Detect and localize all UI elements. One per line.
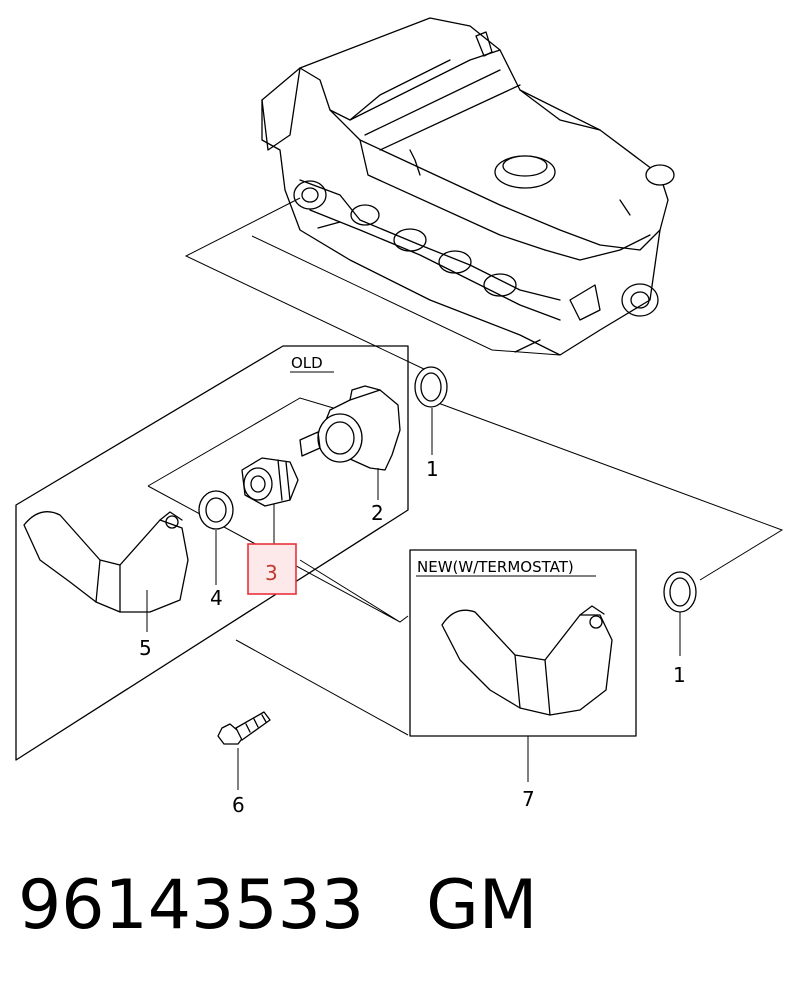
bolt-6 — [217, 711, 271, 745]
callout-7: 7 — [522, 787, 535, 811]
new-box — [409, 549, 637, 737]
brand-name: GM — [426, 866, 538, 945]
thermostat-housing — [299, 385, 401, 471]
callout-5: 5 — [139, 636, 152, 660]
gasket-1-lower — [663, 571, 697, 613]
part-number: 96143533 — [18, 866, 365, 945]
gasket-4 — [198, 490, 234, 530]
callout-6: 6 — [232, 793, 245, 817]
callout-2: 2 — [371, 501, 384, 525]
hose-elbow-old — [23, 511, 189, 613]
old-box-label: OLD — [291, 354, 323, 372]
thermostat — [241, 457, 299, 507]
callout-1-upper: 1 — [426, 457, 439, 481]
cylinder-head-assembly — [261, 17, 675, 356]
callout-4: 4 — [210, 586, 223, 610]
exploded-view-lines — [147, 397, 784, 736]
new-box-label: NEW(W/TERMOSTAT) — [417, 558, 574, 576]
callout-3: 3 — [265, 561, 278, 585]
callout-1-lower: 1 — [673, 663, 686, 687]
gasket-1-upper — [414, 366, 448, 408]
old-box — [15, 345, 409, 761]
leader-head-to-gasket — [184, 197, 561, 371]
callout-3-highlight — [247, 543, 297, 595]
hose-with-thermostat-new — [441, 605, 613, 716]
